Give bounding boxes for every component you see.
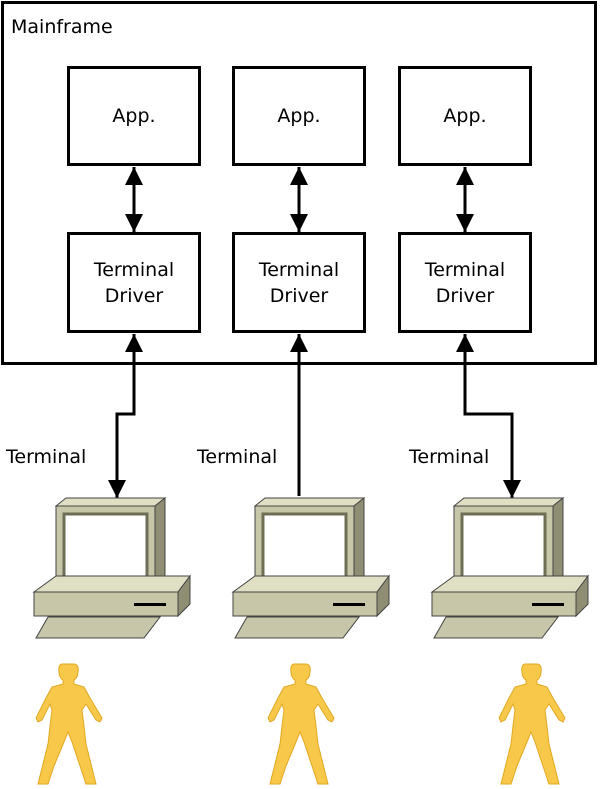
computer-icon	[32, 496, 191, 639]
app-label-1: App.	[112, 105, 156, 127]
app-box-3: App.	[398, 66, 532, 166]
person-icon	[35, 663, 103, 785]
driver-label-2-line1: Terminal	[258, 258, 340, 281]
person-icon	[498, 663, 566, 785]
app-label-3: App.	[443, 105, 487, 127]
driver-label-1-line1: Terminal	[93, 258, 175, 281]
driver-terminal-arrow-3	[456, 334, 521, 498]
terminal-label-1: Terminal	[6, 446, 87, 468]
app-box-2: App.	[232, 66, 366, 166]
terminal-driver-box-1: Terminal Driver	[67, 232, 201, 333]
computer-icon	[231, 496, 390, 639]
driver-label-2-line2: Driver	[269, 284, 329, 307]
app-box-1: App.	[67, 66, 201, 166]
terminal-label-2: Terminal	[197, 446, 278, 468]
terminal-driver-box-2: Terminal Driver	[232, 232, 366, 333]
driver-label-1-line2: Driver	[104, 284, 164, 307]
mainframe-title: Mainframe	[11, 16, 113, 38]
app-label-2: App.	[277, 105, 321, 127]
driver-label-3-line1: Terminal	[424, 258, 506, 281]
driver-label-3-line2: Driver	[435, 284, 495, 307]
person-icon	[267, 663, 335, 785]
terminal-driver-box-3: Terminal Driver	[398, 232, 532, 333]
driver-terminal-arrow-1	[108, 334, 143, 498]
computer-icon	[430, 496, 589, 639]
